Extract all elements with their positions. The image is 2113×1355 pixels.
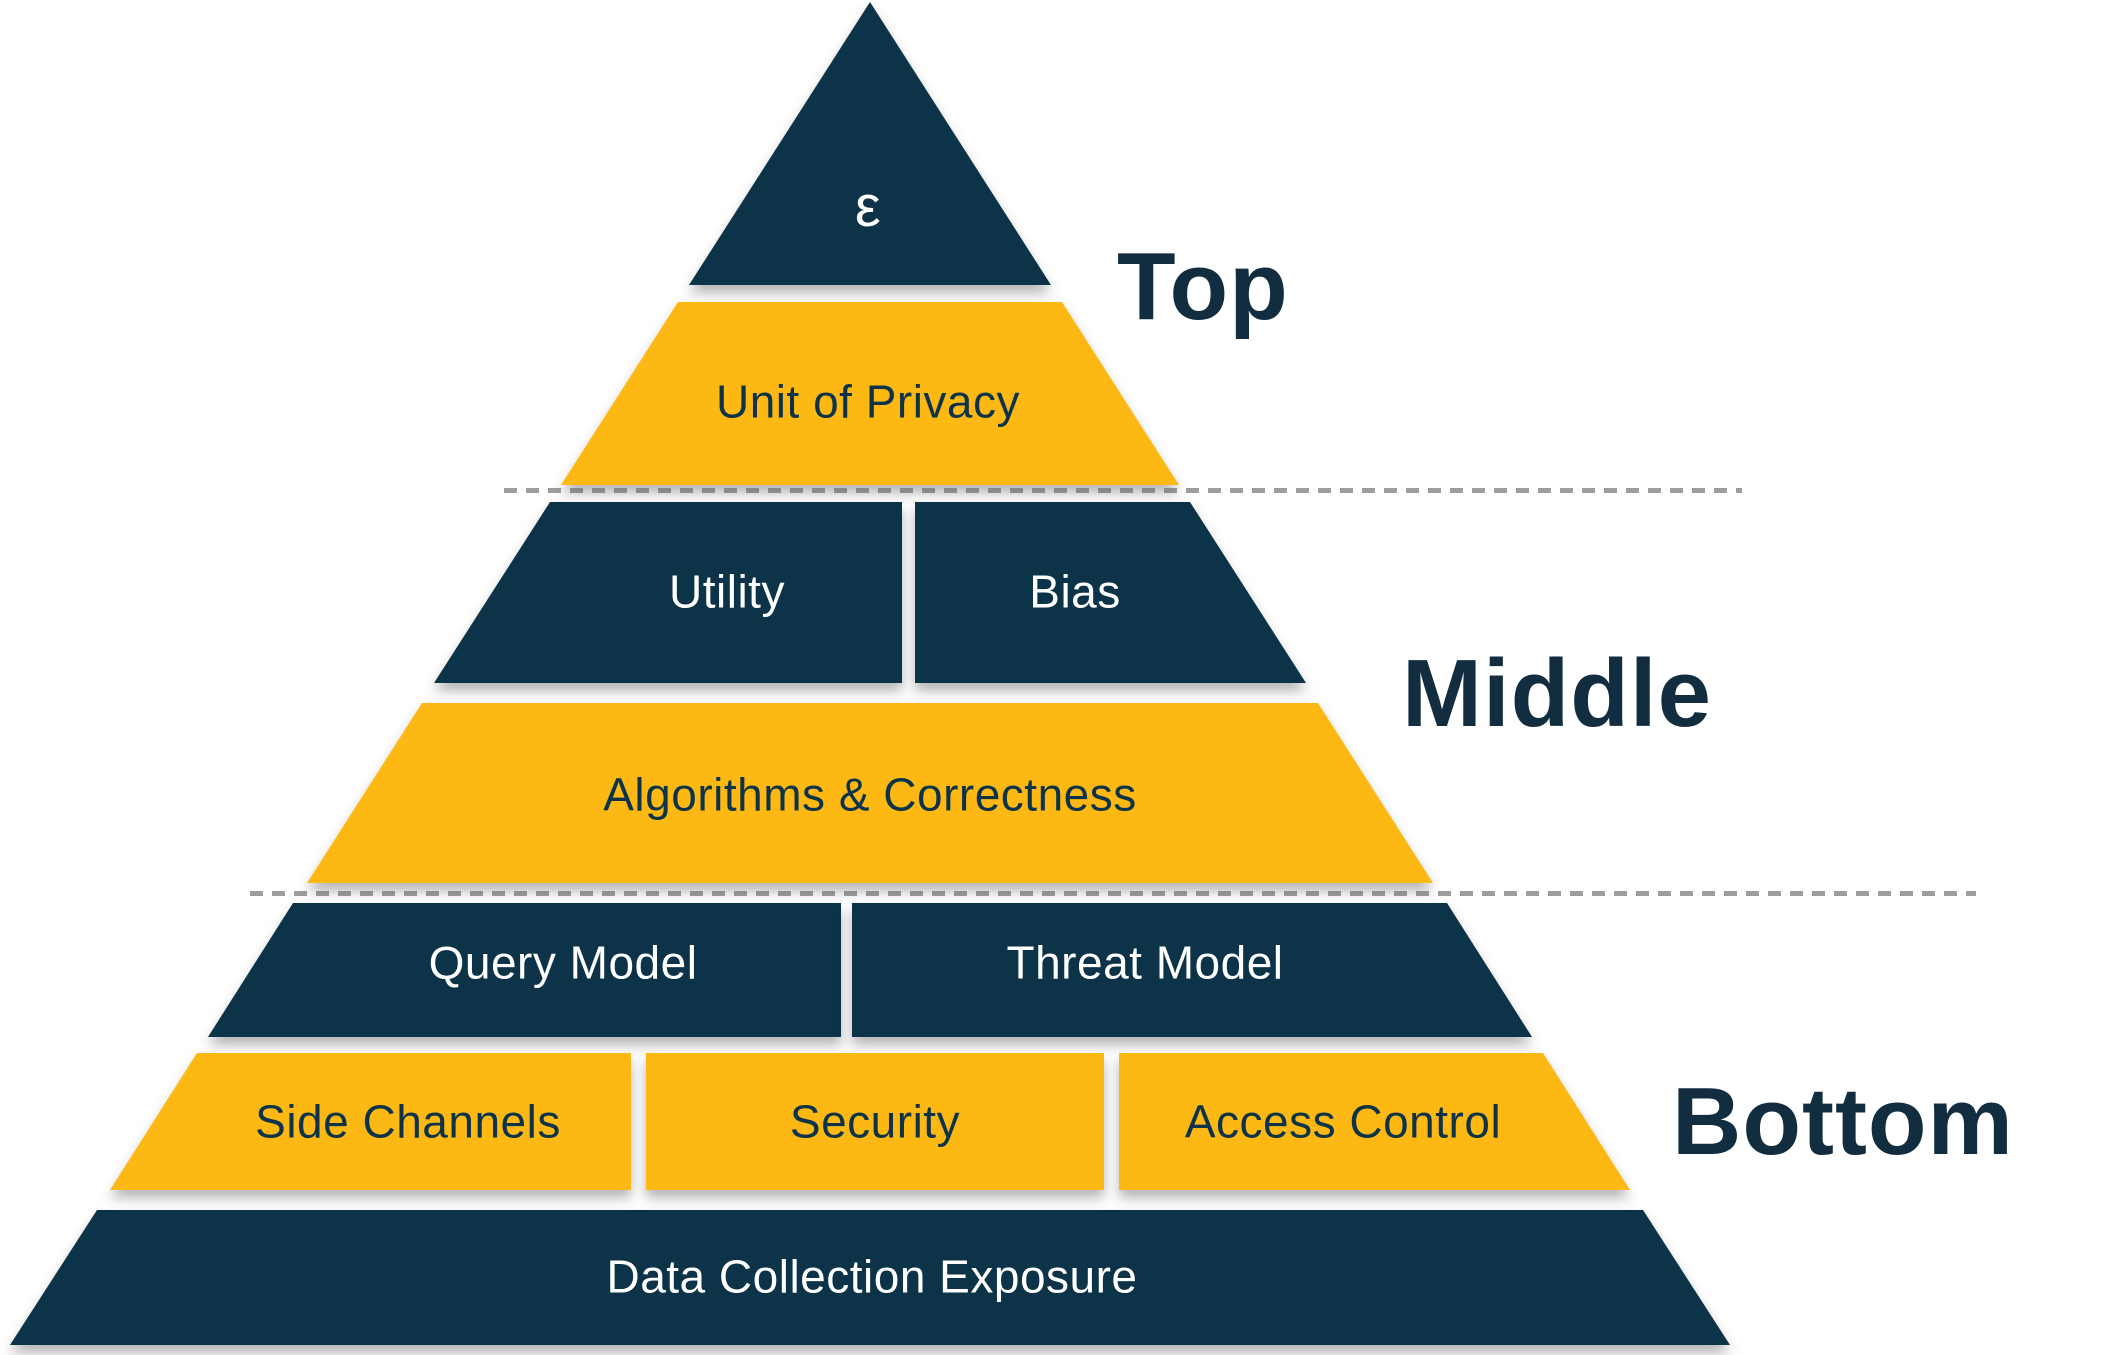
- cell-security: Security: [646, 1053, 1104, 1190]
- group-label-middle: Middle: [1402, 640, 1712, 747]
- tier-epsilon-shape: [689, 2, 1051, 285]
- tier-unit-of-privacy-shape: [561, 302, 1179, 485]
- cell-utility: Utility: [434, 502, 902, 683]
- cell-threat-model-shape: [852, 903, 1532, 1037]
- tier-data-collection-exposure: Data Collection Exposure: [10, 1210, 1730, 1345]
- cell-utility-label: Utility: [669, 565, 785, 618]
- cell-threat-model: Threat Model: [852, 903, 1532, 1037]
- cell-threat-model-label: Threat Model: [1006, 936, 1284, 989]
- tier-data-collection-exposure-label: Data Collection Exposure: [606, 1250, 1138, 1303]
- cell-access-control-shape: [1119, 1053, 1630, 1190]
- tier-algorithms-correctness: Algorithms & Correctness: [307, 703, 1433, 883]
- cell-side-channels-shape: [110, 1053, 631, 1190]
- cell-utility-shape: [434, 502, 902, 683]
- cell-query-model-label: Query Model: [428, 936, 698, 989]
- tier-epsilon: ε: [689, 2, 1051, 285]
- tier-data-collection-exposure-shape: [10, 1210, 1730, 1345]
- group-label-top: Top: [1117, 233, 1289, 340]
- cell-bias-shape: [915, 502, 1306, 683]
- cell-security-label: Security: [789, 1095, 961, 1148]
- cell-bias: Bias: [915, 502, 1306, 683]
- tier-unit-of-privacy: Unit of Privacy: [561, 302, 1179, 485]
- cell-access-control: Access Control: [1119, 1053, 1630, 1190]
- separator-middle-bottom: [250, 891, 1976, 896]
- cell-side-channels: Side Channels: [110, 1053, 631, 1190]
- group-label-bottom: Bottom: [1672, 1068, 2014, 1175]
- cell-security-shape: [646, 1053, 1104, 1190]
- tier-epsilon-label: ε: [854, 174, 882, 240]
- tier-unit-of-privacy-label: Unit of Privacy: [715, 375, 1021, 428]
- cell-bias-label: Bias: [1029, 565, 1121, 618]
- cell-query-model: Query Model: [208, 903, 841, 1037]
- cell-access-control-label: Access Control: [1184, 1095, 1502, 1148]
- tier-algorithms-correctness-shape: [307, 703, 1433, 883]
- cell-query-model-shape: [208, 903, 841, 1037]
- tier-algorithms-correctness-label: Algorithms & Correctness: [603, 768, 1137, 821]
- separator-top-middle: [504, 488, 1742, 493]
- cell-side-channels-label: Side Channels: [255, 1095, 561, 1148]
